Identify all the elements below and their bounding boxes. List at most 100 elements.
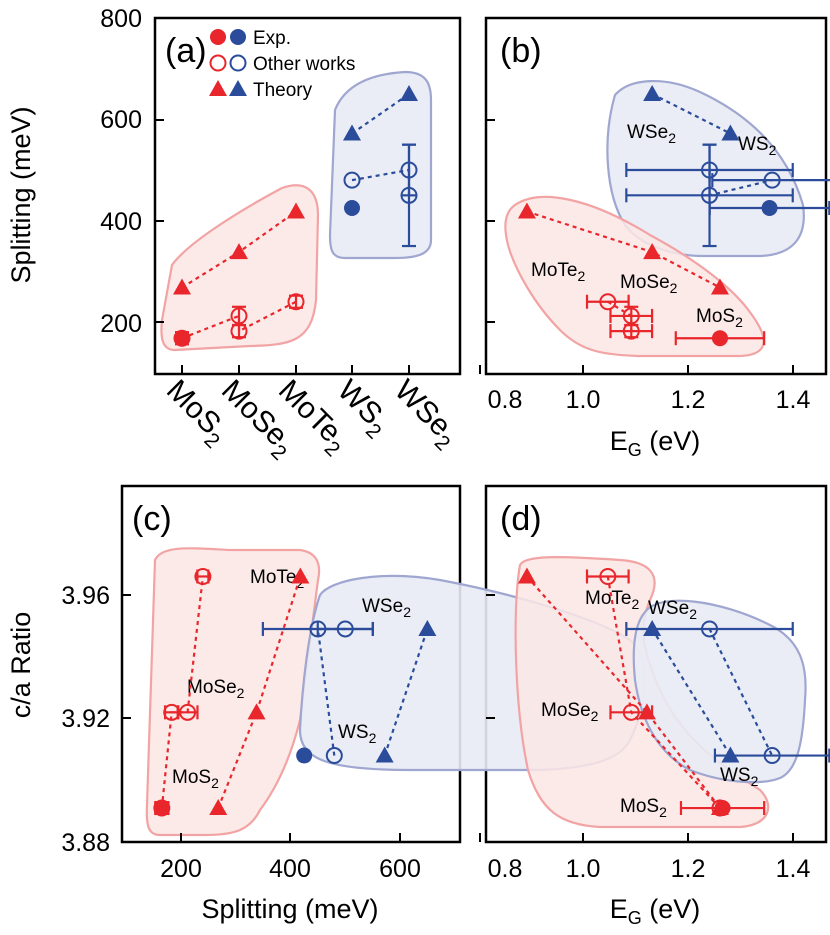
- connector-theory-w-d: [651, 628, 732, 757]
- errbar-c-open-circle-6: [316, 621, 374, 636]
- open-circle-point-a-0: [173, 329, 191, 347]
- legend-theory-label: Theory: [253, 80, 313, 101]
- data-marks: [153, 85, 830, 817]
- connector-theory-w-c: [383, 628, 429, 756]
- open-circle-point-a-4: [343, 171, 361, 189]
- xtick-1.4: 1.4: [776, 855, 811, 883]
- legend-other-w-marker: [229, 54, 247, 72]
- legend-other-mo-marker: [209, 54, 227, 72]
- open-circle-point-d-0: [599, 567, 617, 585]
- panel-letter-b: (b): [500, 32, 542, 70]
- w-region-b: [606, 80, 805, 258]
- xtick-200: 200: [160, 855, 202, 883]
- triangle-point-b-1: [643, 243, 662, 260]
- legend-other-label: Other works: [253, 54, 355, 75]
- panel-letter-a: (a): [165, 32, 207, 70]
- open-circle-point-c-3: [194, 567, 212, 585]
- ytick-3.96: 3.96: [61, 582, 110, 610]
- legend-exp-mo-marker: [210, 29, 226, 45]
- open-circle-point-a-2: [230, 322, 248, 340]
- xlabel-eg-d: EG (eV): [610, 894, 701, 928]
- connector-theory-w-a: [351, 93, 410, 135]
- triangle-point-d-0: [517, 567, 536, 584]
- xtick-0.8: 0.8: [488, 855, 523, 883]
- open-circle-point-d-3: [701, 620, 719, 638]
- panel-c-xticks: 200 400 600: [160, 855, 421, 883]
- xtick-1.0: 1.0: [566, 386, 601, 414]
- open-circle-point-d-4: [763, 747, 781, 765]
- triangle-point-d-1: [637, 703, 656, 720]
- errbar-d-open-circle-0: [585, 569, 630, 584]
- filled-circle-point-c-1: [296, 747, 313, 764]
- open-circle-point-c-6: [336, 620, 354, 638]
- ytick-800: 800: [100, 5, 142, 33]
- connector-theory-w-b: [651, 93, 731, 135]
- ytick-600: 600: [100, 106, 142, 134]
- xtick-1.4: 1.4: [776, 386, 811, 414]
- open-circle-point-c-4: [325, 747, 343, 765]
- triangle-point-a-3: [343, 124, 361, 141]
- panel-b-xticks: 0.8 1.0 1.2 1.4: [488, 386, 811, 414]
- material-labels: WSe2 WS2 MoTe2 MoSe2 MoS2 MoTe2 WSe2 MoS…: [172, 122, 777, 820]
- open-circle-point-b-4: [701, 186, 719, 204]
- triangle-point-d-4: [721, 746, 740, 763]
- errbar-b-open-circle-4: [625, 143, 794, 248]
- mat-label-c-wse2: WSe2: [362, 596, 411, 620]
- ytick-200: 200: [100, 310, 142, 338]
- triangle-point-c-0: [209, 799, 228, 816]
- triangle-point-b-2: [710, 278, 729, 295]
- triangle-point-a-1: [230, 243, 248, 260]
- ylabel-ca-ratio: c/a Ratio: [6, 612, 36, 719]
- xlabel-splitting: Splitting (meV): [201, 894, 378, 924]
- tick-marks: [122, 17, 794, 843]
- xtick-600: 600: [379, 855, 421, 883]
- xtick-400: 400: [269, 855, 311, 883]
- mat-label-c-mose2: MoSe2: [187, 677, 245, 701]
- cat-label-mos2: MoS2: [156, 374, 235, 453]
- mo-region-b: [504, 195, 765, 358]
- mat-label-c-mos2: MoS2: [172, 767, 219, 791]
- ytick-400: 400: [100, 208, 142, 236]
- open-circle-point-a-6: [400, 186, 418, 204]
- triangle-point-b-3: [643, 85, 662, 101]
- legend-theory-mo-marker: [209, 80, 227, 96]
- open-circle-point-b-5: [763, 171, 781, 189]
- panel-c-yticks: 3.96 3.92 3.88: [61, 582, 110, 857]
- xtick-1.2: 1.2: [671, 386, 706, 414]
- category-labels: MoS2 MoSe2 MoTe2 WS2 WSe2: [156, 374, 466, 465]
- filled-circle-point-a-1: [344, 200, 360, 216]
- xtick-1.2: 1.2: [671, 855, 706, 883]
- mat-label-d-mos2: MoS2: [620, 796, 667, 820]
- cat-label-wse2: WSe2: [384, 374, 466, 456]
- open-circle-point-a-3: [287, 293, 305, 311]
- mat-label-b-ws2: WS2: [738, 134, 777, 158]
- panel-letter-c: (c): [132, 500, 172, 538]
- panel-a-yticks: 800 600 400 200: [100, 5, 142, 338]
- open-circle-point-b-0: [599, 293, 617, 311]
- panel-letter-d: (d): [500, 500, 542, 538]
- triangle-point-d-3: [643, 619, 662, 636]
- connector-theory-mo-c: [217, 576, 302, 809]
- open-circle-point-b-2: [622, 322, 640, 340]
- xtick-1.0: 1.0: [566, 855, 601, 883]
- errbar-a-open-circle-6: [402, 143, 416, 248]
- mat-label-b-wse2: WSe2: [627, 122, 676, 146]
- open-circle-point-c-2: [179, 703, 197, 721]
- open-circle-point-d-1: [622, 703, 640, 721]
- errbar-b-open-circle-5: [711, 173, 830, 188]
- legend-exp-label: Exp.: [253, 28, 291, 49]
- triangle-point-a-4: [400, 85, 418, 101]
- mat-label-d-mose2: MoSe2: [541, 700, 599, 724]
- legend-theory-w-marker: [229, 80, 247, 96]
- xtick-0.8: 0.8: [488, 386, 523, 414]
- triangle-point-b-4: [721, 124, 740, 141]
- mo-region-c: [145, 547, 321, 837]
- filled-circle-point-b-1: [761, 200, 778, 216]
- triangle-point-a-2: [287, 202, 305, 219]
- mo-region-a: [160, 184, 320, 352]
- triangle-point-c-4: [418, 619, 437, 636]
- legend: Exp. Other works Theory: [209, 28, 355, 101]
- filled-circle-point-b-0: [711, 330, 728, 347]
- mat-label-b-mote2: MoTe2: [531, 260, 585, 284]
